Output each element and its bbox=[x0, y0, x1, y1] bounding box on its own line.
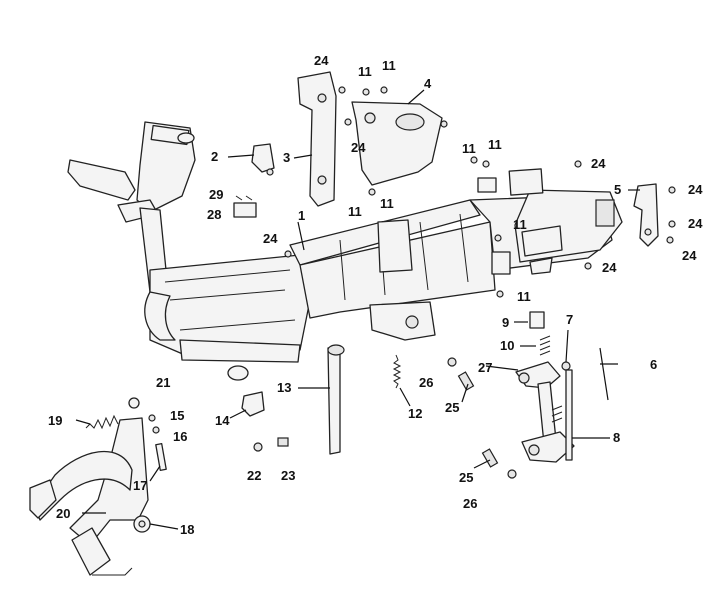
part-21-washer bbox=[128, 397, 140, 409]
label-3: 3 bbox=[283, 150, 290, 165]
part-12-spring bbox=[392, 354, 402, 389]
label-22: 22 bbox=[247, 468, 261, 483]
label-6: 6 bbox=[650, 357, 657, 372]
label-23: 23 bbox=[281, 468, 295, 483]
label-24-a: 24 bbox=[314, 53, 329, 68]
label-27: 27 bbox=[478, 360, 492, 375]
label-29: 29 bbox=[209, 187, 223, 202]
part-4-bracket bbox=[351, 101, 443, 186]
part-22-23-hardware bbox=[253, 437, 289, 452]
label-25-a: 25 bbox=[445, 400, 459, 415]
label-24-h: 24 bbox=[263, 231, 278, 246]
part-7-bolt bbox=[561, 361, 571, 371]
label-11-d: 11 bbox=[488, 137, 502, 152]
leader-lines bbox=[75, 89, 640, 530]
label-21: 21 bbox=[156, 375, 170, 390]
label-11-h: 11 bbox=[517, 289, 531, 304]
label-12: 12 bbox=[408, 406, 422, 421]
label-26-b: 26 bbox=[463, 496, 477, 511]
part-20-center-stand bbox=[29, 417, 149, 576]
label-4: 4 bbox=[424, 76, 432, 91]
label-11-e: 11 bbox=[348, 204, 362, 219]
part-5-bracket bbox=[633, 183, 659, 247]
label-9: 9 bbox=[502, 315, 509, 330]
part-2-bracket bbox=[251, 143, 275, 176]
label-25-b: 25 bbox=[459, 470, 473, 485]
label-24-d: 24 bbox=[688, 182, 703, 197]
part-25-26-bolts bbox=[447, 357, 517, 479]
part-9-10-bushing-spring bbox=[529, 311, 551, 356]
label-11-c: 11 bbox=[462, 141, 476, 156]
part-18-bushing bbox=[133, 515, 151, 533]
part-17-pin bbox=[155, 443, 167, 471]
part-19-spring bbox=[85, 414, 119, 430]
label-1: 1 bbox=[298, 208, 305, 223]
label-8: 8 bbox=[613, 430, 620, 445]
label-18: 18 bbox=[180, 522, 194, 537]
label-24-g: 24 bbox=[602, 260, 617, 275]
label-19: 19 bbox=[48, 413, 62, 428]
label-24-c: 24 bbox=[591, 156, 606, 171]
fasteners bbox=[284, 86, 676, 298]
label-10: 10 bbox=[500, 338, 514, 353]
label-17: 17 bbox=[133, 478, 147, 493]
part-6-rod bbox=[599, 347, 609, 401]
label-28: 28 bbox=[207, 207, 221, 222]
main-frame bbox=[67, 121, 623, 381]
label-11-g: 11 bbox=[513, 217, 527, 232]
label-14: 14 bbox=[215, 413, 230, 428]
label-16: 16 bbox=[173, 429, 187, 444]
label-13: 13 bbox=[277, 380, 291, 395]
label-11-b: 11 bbox=[382, 58, 396, 73]
label-24-e: 24 bbox=[688, 216, 703, 231]
label-11-a: 11 bbox=[358, 64, 372, 79]
label-7: 7 bbox=[566, 312, 573, 327]
label-5: 5 bbox=[614, 182, 621, 197]
label-26-a: 26 bbox=[419, 375, 433, 390]
part-28-plate bbox=[233, 195, 257, 218]
label-24-f: 24 bbox=[682, 248, 697, 263]
part-8-link bbox=[515, 361, 575, 463]
label-24-b: 24 bbox=[351, 140, 366, 155]
part-3-bracket bbox=[297, 71, 337, 207]
part-15-16-small-parts bbox=[148, 414, 160, 434]
label-20: 20 bbox=[56, 506, 70, 521]
part-13-side-stand bbox=[327, 344, 345, 455]
part-14-bracket bbox=[241, 391, 265, 417]
part-labels: 1 2 3 4 5 6 7 8 9 10 11 11 11 11 11 11 1… bbox=[48, 53, 703, 537]
label-11-f: 11 bbox=[380, 196, 394, 211]
label-15: 15 bbox=[170, 408, 184, 423]
label-2: 2 bbox=[211, 149, 218, 164]
